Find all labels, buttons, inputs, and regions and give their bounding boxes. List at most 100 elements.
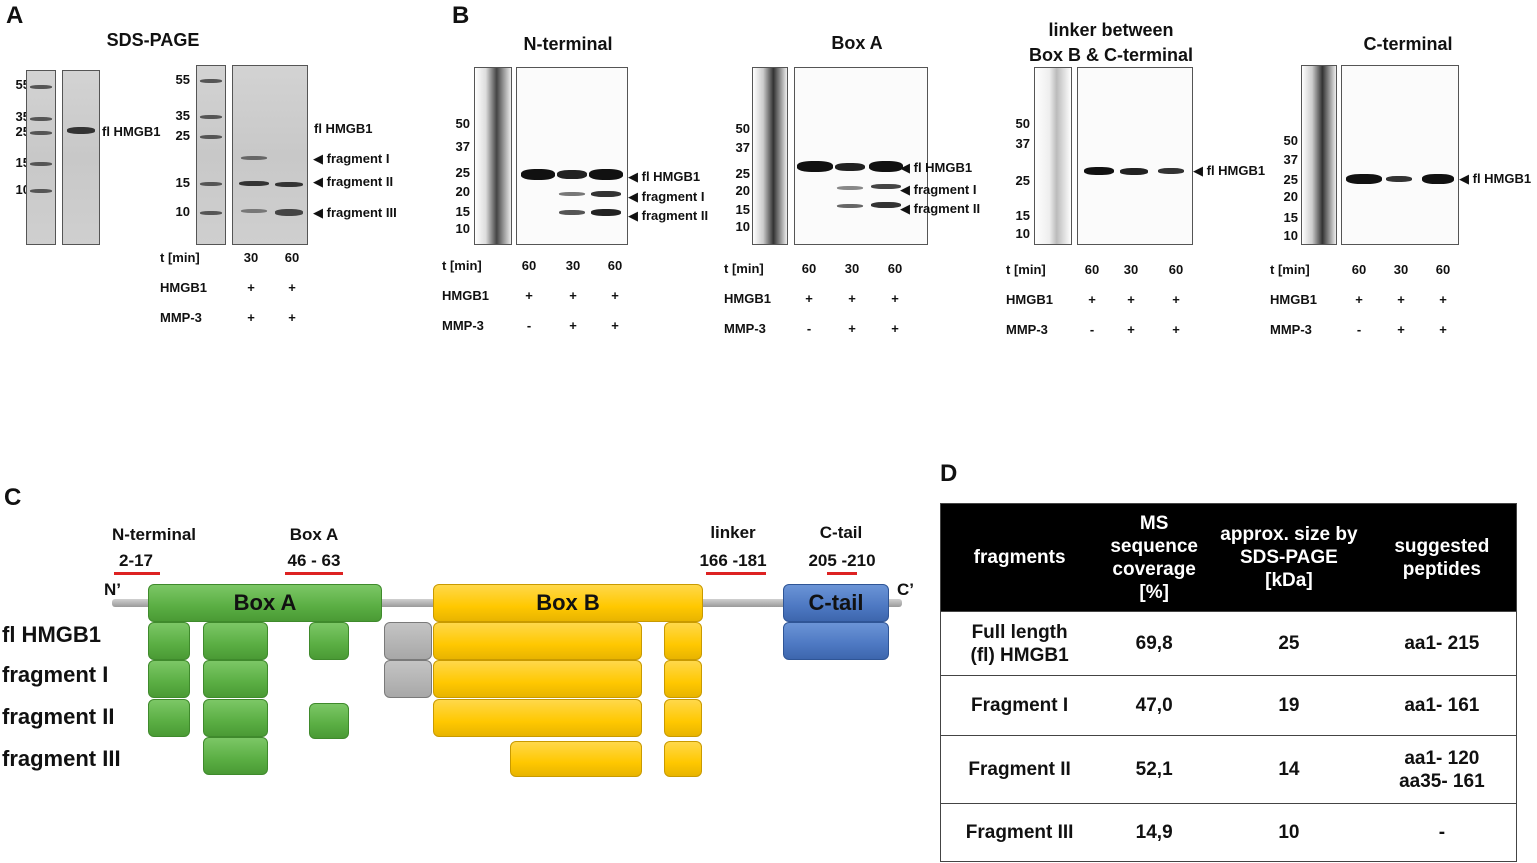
cond-label-t: t [min] [1270,262,1310,277]
cond-value: + [611,288,619,303]
cond-value: 60 [1168,262,1184,277]
cond-value: + [848,291,856,306]
marker-label: 37 [455,139,470,154]
cond-value: + [1127,322,1135,337]
cond-value: + [1439,292,1447,307]
cond-label-t: t [min] [442,258,482,273]
peptide-block [433,699,642,737]
region-range: 2-17 [118,551,154,570]
cond-value: + [247,310,255,325]
marker-label: 25 [1283,172,1298,187]
cond-value: + [1397,292,1405,307]
peptide-block [384,622,432,660]
cond-value: + [891,291,899,306]
table-cell: - [1367,803,1517,862]
table-cell: 14,9 [1098,803,1211,862]
cond-value: + [525,288,533,303]
cond-value: 60 [521,258,537,273]
domain-box-b: Box B [433,584,703,622]
cond-label-hmgb1: HMGB1 [1006,292,1053,307]
cond-value: 30 [565,258,581,273]
blot-band [589,169,623,180]
cond-value: - [1356,322,1362,337]
cond-value: + [1439,322,1447,337]
blot-band [1158,168,1184,174]
western-blot-marker-lane [1034,67,1072,245]
blot-band [869,161,903,172]
western-blot-marker-lane [752,67,788,245]
gel-band [67,127,95,134]
marker-label: 37 [735,140,750,155]
peptide-block [433,622,642,660]
gel-band [30,189,52,193]
marker-label: 20 [1283,189,1298,204]
peptide-block [664,660,702,698]
region-range: 205 -210 [808,551,876,570]
table-cell: aa1- 161 [1367,675,1517,736]
table-cell: 14 [1210,735,1368,804]
blot-title: Box A [831,33,883,53]
sds-gel-digest-lanes [232,65,308,245]
blot-band [591,191,621,197]
marker-label: 10 [175,204,190,219]
blot-arrow-text: fl HMGB1 [913,160,973,175]
table-row: Full length (fl) HMGB1 69,8 25 aa1- 215 [940,611,1517,676]
cond-value: + [569,288,577,303]
blot-arrow: ◀ fragment II [628,208,709,223]
table-cell: Fragment III [940,803,1099,862]
cell-line: aa1- 120 [1404,747,1480,769]
range-underline [827,572,857,575]
sds-gel-marker-lane-2 [196,65,226,245]
blot-band [1346,174,1382,184]
blot-arrow-text: fl HMGB1 [641,169,701,184]
table-header-cell: fragments [940,503,1099,612]
blot-arrow-text: fragment I [913,182,977,197]
domain-box-a: Box A [148,584,382,622]
peptide-block [783,622,889,660]
cond-label-hmgb1: HMGB1 [160,280,207,295]
western-blot-lanes [1341,65,1459,245]
table-cell: aa1- 215 [1367,611,1517,676]
marker-label: 55 [175,72,190,87]
western-blot-lanes [516,67,628,245]
blot-title-line1: linker between [1048,20,1174,40]
gel-band [30,162,52,166]
panel-letter-c: C [4,484,22,511]
range-underline [114,572,160,575]
blot-band [837,186,863,190]
region-label-linker: linker [710,523,756,542]
blot-arrow: ◀ fl HMGB1 [900,160,973,175]
cond-value: 30 [243,250,259,265]
region-label-c-tail: C-tail [819,523,863,542]
cell-line: Full length [971,621,1068,643]
blot-arrow-text: fragment I [641,189,705,204]
cond-label-hmgb1: HMGB1 [442,288,489,303]
blot-title-line2: Box B & C-terminal [1028,45,1194,65]
table-cell: Fragment I [940,675,1099,736]
gel-band [200,211,222,215]
range-underline [706,572,766,575]
blot-arrow-text: fragment II [641,208,709,223]
cond-value: + [805,291,813,306]
fragment-iii-text: fragment III [326,205,397,220]
western-blot-lanes [1077,67,1193,245]
cond-value: + [611,318,619,333]
fragment-label: fl HMGB1 [2,622,101,647]
table-header-row: fragments MS sequence coverage [%] appro… [940,503,1517,612]
marker-label: 20 [455,184,470,199]
table-cell: 25 [1210,611,1368,676]
sds-gel-fl-lane [62,70,100,245]
peptide-block [203,660,268,698]
blot-title: C-terminal [1363,34,1453,54]
peptide-block [433,660,642,698]
marker-label: 25 [1015,173,1030,188]
blot-band [521,169,555,180]
cell-line: (fl) HMGB1 [970,644,1069,666]
western-blot-marker-lane [1301,65,1337,245]
fl-hmgb1-label: fl HMGB1 [314,121,373,136]
gel-band [30,117,52,121]
cond-label-mmp3: MMP-3 [1006,322,1048,337]
table-cell: 52,1 [1098,735,1211,804]
marker-label: 25 [455,165,470,180]
cond-value: + [247,280,255,295]
